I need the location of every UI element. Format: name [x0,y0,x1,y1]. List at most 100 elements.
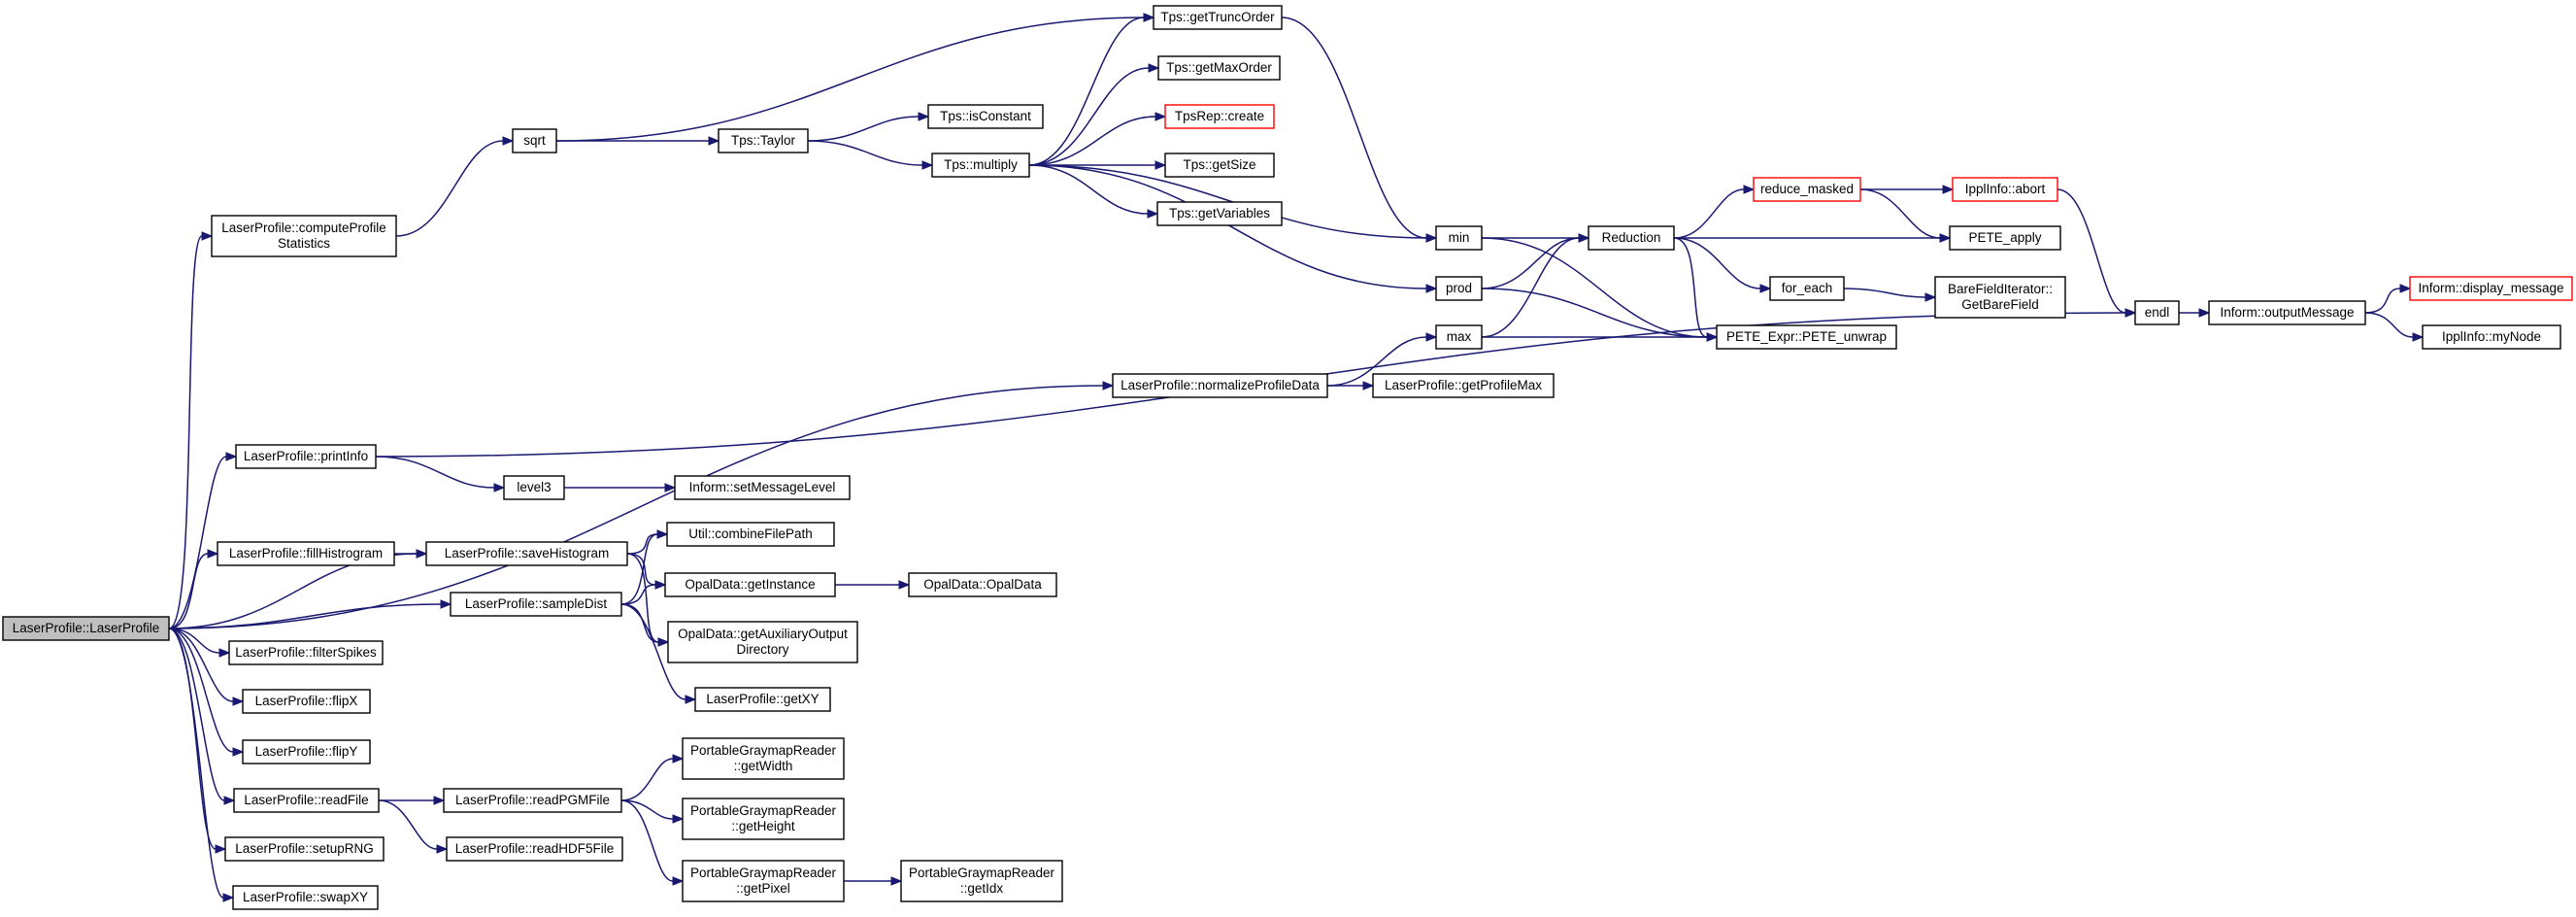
node-level3[interactable]: level3 [503,475,565,500]
arrowhead-icon [222,893,235,902]
call-edge-reduction-to-for_each [1673,237,1772,293]
arrowhead-icon [1759,284,1772,293]
node-flipY[interactable]: LaserProfile::flipY [242,739,371,764]
node-pete_apply[interactable]: PETE_apply [1949,225,2061,251]
node-filterSpikes[interactable]: LaserProfile::filterSpikes [228,640,384,665]
node-sqrt[interactable]: sqrt [512,128,557,153]
node-label: LaserProfile::setupRNG [235,841,374,856]
node-pgm_getidx[interactable]: PortableGraymapReader::getIdx [900,860,1063,902]
call-edge-tps_taylor-to-tps_isconstant [807,112,930,142]
edge-line [620,799,674,882]
node-label: LaserProfile::normalizeProfileData [1121,378,1320,392]
call-edge-printInfo-to-level3 [375,456,506,492]
node-box [512,128,557,153]
arrowhead-icon [1743,185,1756,194]
node-ipplinfo_abort[interactable]: IpplInfo::abort [1952,177,2058,202]
node-min[interactable]: min [1435,225,1483,251]
node-box [1753,177,1861,202]
call-edge-readFile-to-readHDF5File [378,799,449,854]
node-inform_display_message[interactable]: Inform::display_message [2409,276,2573,301]
node-label: Inform::display_message [2418,281,2563,295]
call-edge-computeProfileStatistics-to-sqrt [395,136,515,237]
node-label: PETE_apply [1968,230,2041,245]
node-box [1588,225,1675,251]
call-edge-sampleDist-to-util_combinefilepath [620,529,669,605]
node-pete_unwrap[interactable]: PETE_Expr::PETE_unwrap [1716,324,1897,350]
node-getProfileMax[interactable]: LaserProfile::getProfileMax [1372,373,1555,398]
node-reduce_masked[interactable]: reduce_masked [1753,177,1861,202]
node-label: Statistics [278,236,330,251]
node-for_each[interactable]: for_each [1769,276,1845,301]
node-label: OpalData::OpalData [923,577,1042,592]
edge-line [168,553,209,629]
node-normalizeProfileData[interactable]: LaserProfile::normalizeProfileData [1112,373,1328,398]
node-label: LaserProfile::getProfileMax [1385,378,1542,392]
call-edge-pgm_getpixel-to-pgm_getidx [843,876,903,886]
node-prod[interactable]: prod [1435,276,1483,301]
node-box [927,104,1044,129]
node-box [1164,104,1275,129]
edge-line [395,140,504,237]
node-barefielditerator[interactable]: BareFieldIterator::GetBareField [1934,276,2066,319]
node-ipplinfo_mynode[interactable]: IpplInfo::myNode [2422,324,2561,350]
arrowhead-icon [918,112,930,121]
node-label: LaserProfile::readFile [244,793,368,807]
edge-line [378,799,438,850]
node-tps_getvariables[interactable]: Tps::getVariables [1156,201,1283,226]
node-saveHistogram[interactable]: LaserProfile::saveHistogram [425,541,628,566]
node-sampleDist[interactable]: LaserProfile::sampleDist [450,592,622,617]
node-printInfo[interactable]: LaserProfile::printInfo [235,444,377,469]
node-flipX[interactable]: LaserProfile::flipX [242,689,371,714]
node-box [443,788,622,813]
node-box [1949,225,2061,251]
node-max[interactable]: max [1435,324,1483,350]
node-pgm_getheight[interactable]: PortableGraymapReader::getHeight [682,798,845,840]
node-opaldata_ctor[interactable]: OpalData::OpalData [908,572,1057,597]
call-edge-tps_multiply-to-prod [1028,164,1438,293]
node-inform_outputmessage[interactable]: Inform::outputMessage [2208,300,2366,325]
node-box [1112,373,1328,398]
node-inform_setmessagelevel[interactable]: Inform::setMessageLevel [674,475,851,500]
call-edge-normalizeProfileData-to-getProfileMax [1327,381,1375,391]
node-swapXY[interactable]: LaserProfile::swapXY [232,885,379,910]
node-tps_getmaxorder[interactable]: Tps::getMaxOrder [1157,55,1281,81]
node-box [667,621,858,663]
node-label: ::getWidth [734,759,793,773]
call-edge-laserprofile_ctor-to-readFile [168,628,236,805]
node-util_combinefilepath[interactable]: Util::combineFilePath [666,522,835,547]
node-tps_taylor[interactable]: Tps::Taylor [718,128,809,153]
node-opaldata_getinstance[interactable]: OpalData::getInstance [664,572,836,597]
node-getXY[interactable]: LaserProfile::getXY [694,687,831,712]
node-setupRNG[interactable]: LaserProfile::setupRNG [224,836,385,862]
node-box [1934,276,2066,319]
edge-line [555,17,1145,142]
node-reduction[interactable]: Reduction [1588,225,1675,251]
node-tps_getsize[interactable]: Tps::getSize [1164,153,1275,178]
node-pgm_getpixel[interactable]: PortableGraymapReader::getPixel [682,860,845,902]
edge-line [626,553,656,586]
node-tpsrep_create[interactable]: TpsRep::create [1164,104,1275,129]
node-box [242,689,371,714]
node-tps_isconstant[interactable]: Tps::isConstant [927,104,1044,129]
node-label: Tps::Taylor [731,133,796,148]
node-readFile[interactable]: LaserProfile::readFile [233,788,380,813]
node-label: prod [1446,281,1472,295]
node-box [232,885,379,910]
call-edge-laserprofile_ctor-to-flipY [168,628,245,757]
call-edge-reduce_masked-to-pete_apply [1859,188,1952,243]
call-edge-readPGMFile-to-pgm_getheight [620,799,685,824]
call-edge-tps_multiply-to-tps_gettruncorder [1028,13,1155,166]
node-fillHistrogram[interactable]: LaserProfile::fillHistrogram [217,541,395,566]
node-tps_gettruncorder[interactable]: Tps::getTruncOrder [1153,5,1283,30]
call-edge-laserprofile_ctor-to-normalizeProfileData [168,381,1115,629]
node-readPGMFile[interactable]: LaserProfile::readPGMFile [443,788,622,813]
node-endl[interactable]: endl [2134,300,2180,325]
node-box [2,616,170,641]
arrowhead-icon [201,231,214,241]
node-tps_multiply[interactable]: Tps::multiply [931,153,1030,178]
node-label: LaserProfile::filterSpikes [235,645,377,660]
node-pgm_getwidth[interactable]: PortableGraymapReader::getWidth [682,737,845,780]
node-readHDF5File[interactable]: LaserProfile::readHDF5File [446,836,623,862]
